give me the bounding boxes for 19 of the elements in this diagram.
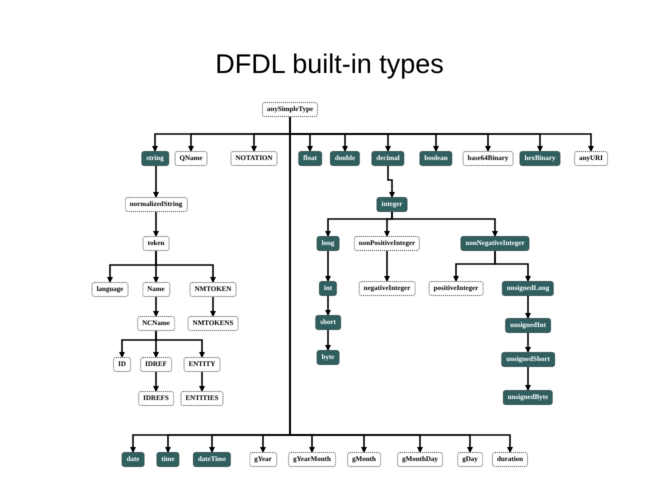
tree-connector	[325, 330, 331, 351]
tree-connector	[153, 212, 159, 237]
tree-connector	[155, 251, 216, 283]
tree-connector	[391, 212, 498, 237]
tree-connector	[384, 251, 390, 282]
title: DFDL built-in types	[214, 48, 445, 81]
tree-connector	[153, 297, 159, 317]
tree-connector	[153, 166, 159, 198]
tree-connector	[325, 296, 331, 316]
tree-connector	[387, 166, 395, 198]
tree-connector	[155, 331, 205, 358]
tree-connector	[525, 367, 531, 391]
tree-connector	[525, 296, 531, 319]
tree-connector	[525, 333, 531, 353]
tree-connector	[199, 372, 205, 392]
tree-connector	[494, 251, 531, 282]
tree-connector	[325, 251, 331, 282]
tree-connector	[210, 297, 216, 317]
tree-connector	[153, 372, 159, 392]
